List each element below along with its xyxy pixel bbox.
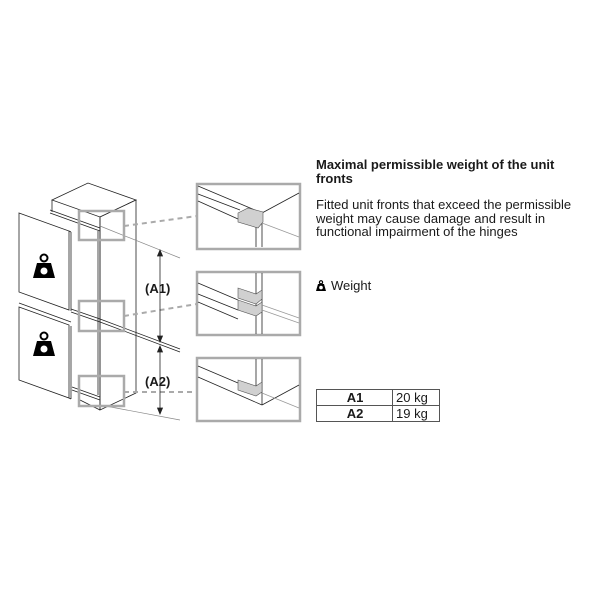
weight-icon-upper — [33, 253, 55, 278]
legend: Weight — [316, 278, 371, 293]
middle-hinge-detail — [195, 270, 302, 337]
warning-description: Fitted unit fronts that exceed the permi… — [316, 197, 572, 239]
bottom-hinge-detail — [195, 356, 302, 423]
dimension-label-a2: (A2) — [145, 374, 171, 389]
table-row: A1 20 kg — [316, 389, 440, 406]
dimension-label-a1: (A1) — [145, 281, 171, 296]
table-value: 19 kg — [392, 405, 440, 422]
cabinet-body — [49, 182, 138, 411]
top-hinge-detail — [195, 182, 302, 251]
table-key: A2 — [316, 405, 393, 422]
table-key: A1 — [316, 389, 393, 406]
table-value: 20 kg — [392, 389, 440, 406]
legend-label: Weight — [331, 278, 372, 293]
table-row: A2 19 kg — [316, 405, 440, 422]
weight-icon — [316, 280, 326, 291]
weight-icon-lower — [33, 331, 55, 356]
page-title: Maximal permissible weight of the unit f… — [316, 157, 555, 186]
weight-table: A1 20 kg A2 19 kg — [316, 389, 440, 422]
